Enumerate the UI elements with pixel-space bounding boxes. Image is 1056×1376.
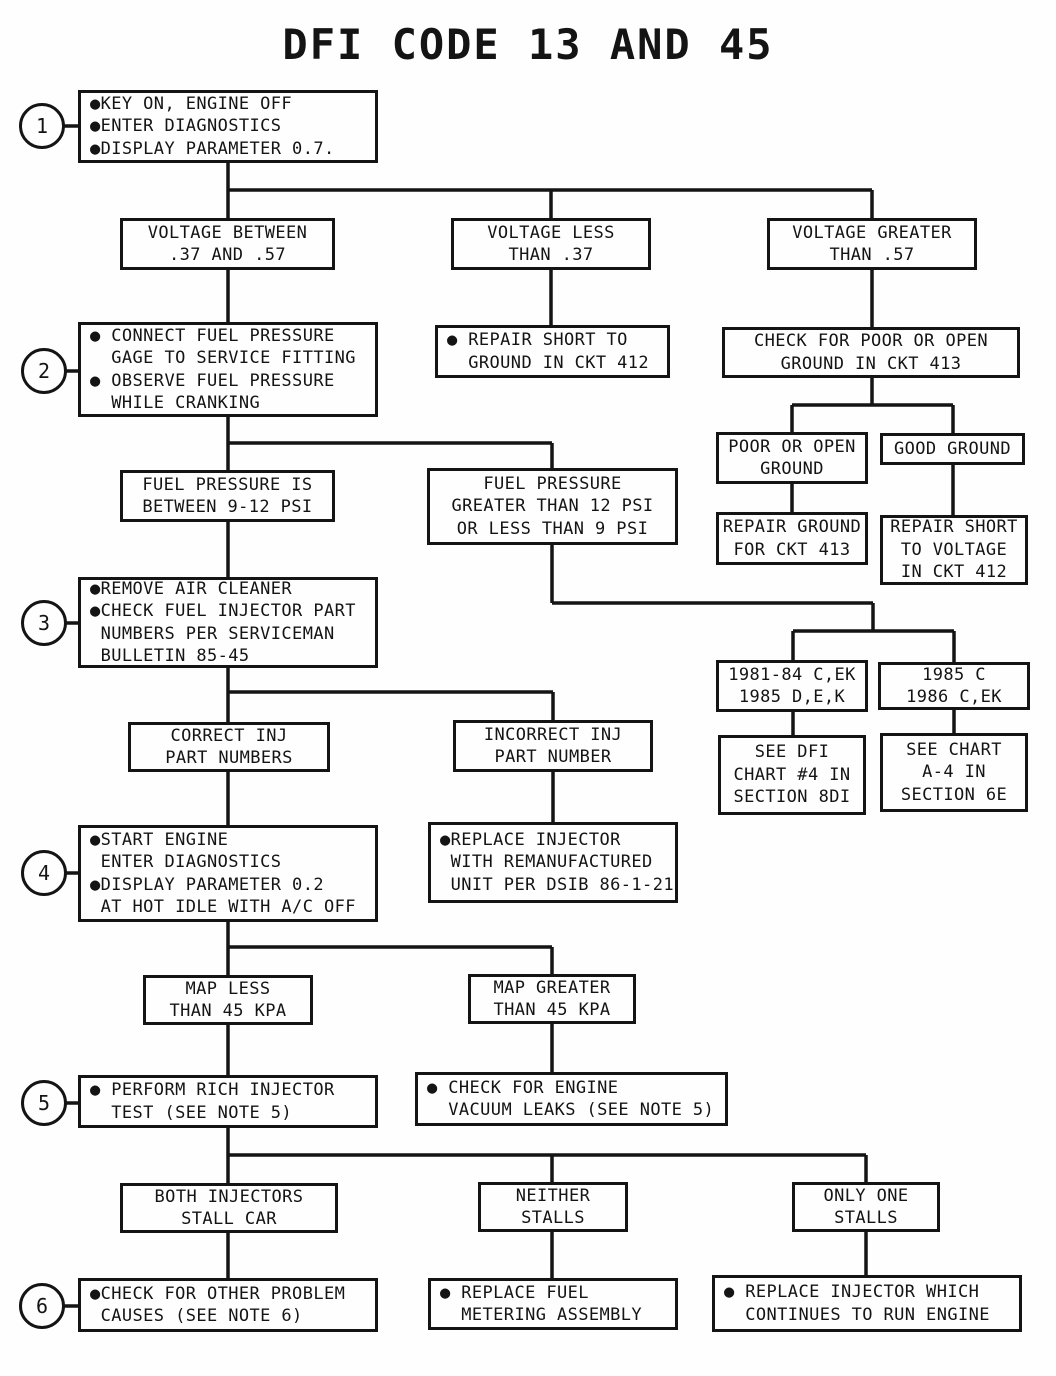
step-number-5: 5 xyxy=(21,1080,67,1126)
node-step1-key-on-diagnostics: ●KEY ON, ENGINE OFF ●ENTER DIAGNOSTICS ●… xyxy=(78,90,378,163)
node-check-poor-open-ground-413: CHECK FOR POOR OR OPEN GROUND IN CKT 413 xyxy=(722,327,1020,378)
node-map-less-45: MAP LESS THAN 45 KPA xyxy=(143,975,313,1025)
node-incorrect-inj-part: INCORRECT INJ PART NUMBER xyxy=(453,720,653,772)
node-both-injectors-stall: BOTH INJECTORS STALL CAR xyxy=(120,1183,338,1233)
step-number-2: 2 xyxy=(21,348,67,394)
page-title: DFI CODE 13 AND 45 xyxy=(282,20,774,69)
node-replace-injector-reman: ●REPLACE INJECTOR WITH REMANUFACTURED UN… xyxy=(428,822,678,903)
node-voltage-less: VOLTAGE LESS THAN .37 xyxy=(451,218,651,270)
node-replace-running-injector: ● REPLACE INJECTOR WHICH CONTINUES TO RU… xyxy=(712,1275,1022,1332)
step-number-1: 1 xyxy=(19,103,65,149)
node-fuel-pressure-9-12: FUEL PRESSURE IS BETWEEN 9-12 PSI xyxy=(120,470,335,522)
step-number-6: 6 xyxy=(19,1283,65,1329)
step-number-3: 3 xyxy=(21,600,67,646)
node-poor-open-ground: POOR OR OPEN GROUND xyxy=(716,432,868,484)
node-good-ground: GOOD GROUND xyxy=(880,433,1025,465)
node-years-1981-84: 1981-84 C,EK 1985 D,E,K xyxy=(716,660,868,712)
node-correct-inj-parts: CORRECT INJ PART NUMBERS xyxy=(128,722,330,772)
node-step6-other-problem-causes: ●CHECK FOR OTHER PROBLEM CAUSES (SEE NOT… xyxy=(78,1278,378,1332)
node-repair-short-voltage-412: REPAIR SHORT TO VOLTAGE IN CKT 412 xyxy=(880,515,1028,585)
node-step3-check-injector-parts: ●REMOVE AIR CLEANER ●CHECK FUEL INJECTOR… xyxy=(78,577,378,668)
node-voltage-greater: VOLTAGE GREATER THAN .57 xyxy=(767,218,977,270)
node-see-dfi-chart-4: SEE DFI CHART #4 IN SECTION 8DI xyxy=(718,735,866,815)
node-see-chart-a4: SEE CHART A-4 IN SECTION 6E xyxy=(880,733,1028,812)
node-repair-short-ground-412: ● REPAIR SHORT TO GROUND IN CKT 412 xyxy=(435,325,670,378)
node-step2-fuel-pressure-gage: ● CONNECT FUEL PRESSURE GAGE TO SERVICE … xyxy=(78,322,378,417)
node-fuel-pressure-out-of-range: FUEL PRESSURE GREATER THAN 12 PSI OR LES… xyxy=(427,468,678,545)
node-neither-stalls: NEITHER STALLS xyxy=(478,1182,628,1232)
node-repair-ground-413: REPAIR GROUND FOR CKT 413 xyxy=(716,512,868,565)
node-replace-fuel-metering: ● REPLACE FUEL METERING ASSEMBLY xyxy=(428,1278,678,1330)
node-check-vacuum-leaks: ● CHECK FOR ENGINE VACUUM LEAKS (SEE NOT… xyxy=(415,1072,728,1126)
node-voltage-between: VOLTAGE BETWEEN .37 AND .57 xyxy=(120,218,335,270)
node-step4-start-engine: ●START ENGINE ENTER DIAGNOSTICS ●DISPLAY… xyxy=(78,825,378,922)
node-map-greater-45: MAP GREATER THAN 45 KPA xyxy=(468,974,636,1024)
node-only-one-stalls: ONLY ONE STALLS xyxy=(792,1182,940,1232)
node-step5-rich-injector-test: ● PERFORM RICH INJECTOR TEST (SEE NOTE 5… xyxy=(78,1075,378,1128)
node-years-1985-86: 1985 C 1986 C,EK xyxy=(878,662,1030,710)
step-number-4: 4 xyxy=(21,850,67,896)
